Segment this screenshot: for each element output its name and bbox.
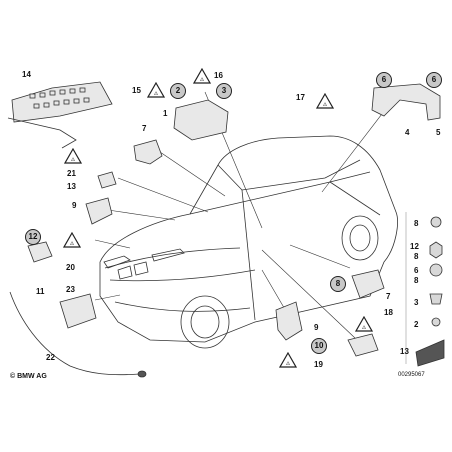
nut-icon [429, 241, 443, 259]
sensor-front [27, 241, 53, 263]
crash-sensor-right [351, 269, 385, 299]
callout-5: 5 [436, 128, 441, 137]
callout-circle-10: 10 [311, 338, 327, 354]
connector-block [59, 293, 97, 329]
warning-triangle-icon: ⚠ [193, 68, 211, 84]
legend-item-8: 8 [414, 219, 419, 228]
callout-9: 9 [72, 201, 77, 210]
seat-occupancy-mat [7, 81, 113, 149]
callout-7: 7 [142, 124, 147, 133]
svg-text:⚠: ⚠ [71, 157, 76, 163]
callout-20: 20 [66, 263, 75, 272]
svg-text:⚠: ⚠ [200, 77, 205, 83]
callout-21: 21 [67, 169, 76, 178]
callout-17: 17 [296, 93, 305, 102]
legend-item-3: 3 [414, 298, 419, 307]
wheel-rear [341, 215, 379, 261]
mounting-bracket [371, 83, 441, 121]
callout-13: 13 [67, 182, 76, 191]
callout-16: 16 [214, 71, 223, 80]
clip-nut-icon [429, 293, 443, 305]
leader-lines [94, 91, 386, 339]
sensor-rear [347, 333, 379, 357]
callout-circle-8: 8 [330, 276, 346, 292]
callout-9: 9 [314, 323, 319, 332]
warning-triangle-icon: ⚠ [316, 93, 334, 109]
svg-text:⚠: ⚠ [362, 325, 367, 331]
crash-sensor-upper [133, 139, 163, 165]
side-sensor [275, 301, 303, 341]
airbag-control-unit [173, 99, 229, 141]
callout-13: 13 [400, 347, 409, 356]
callout-15: 15 [132, 86, 141, 95]
wheel-front [180, 295, 230, 349]
legend-item-6: 6 [414, 266, 419, 275]
screw-icon [430, 216, 442, 228]
sensor-small-left [97, 171, 117, 189]
wire-end [137, 370, 147, 378]
callout-14: 14 [22, 70, 31, 79]
warning-triangle-icon: ⚠ [147, 82, 165, 98]
callout-circle-6: 6 [376, 72, 392, 88]
washer-screw-icon [429, 263, 443, 277]
callout-circle-12: 12 [25, 229, 41, 245]
svg-text:⚠: ⚠ [70, 241, 75, 247]
legend-item-12: 12 [410, 242, 419, 251]
callout-19: 19 [314, 360, 323, 369]
svg-text:⚠: ⚠ [286, 361, 291, 367]
svg-text:⚠: ⚠ [323, 102, 328, 108]
warning-triangle-icon: ⚠ [355, 316, 373, 332]
fastener-legend [405, 212, 445, 367]
warning-triangle-icon: ⚠ [279, 352, 297, 368]
bolt-icon [431, 317, 441, 327]
callout-circle-6: 6 [426, 72, 442, 88]
arrow-ref-icon [415, 339, 445, 367]
headlight [103, 248, 185, 269]
callout-circle-3: 3 [216, 83, 232, 99]
wiring-harness [9, 291, 141, 376]
callout-18: 18 [384, 308, 393, 317]
callout-4: 4 [405, 128, 410, 137]
callout-22: 22 [46, 353, 55, 362]
warning-triangle-icon: ⚠ [63, 232, 81, 248]
warning-triangle-icon: ⚠ [64, 148, 82, 164]
legend-item-8: 8 [414, 252, 419, 261]
callout-23: 23 [66, 285, 75, 294]
callout-circle-2: 2 [170, 83, 186, 99]
legend-item-8: 8 [414, 276, 419, 285]
callout-1: 1 [163, 109, 168, 118]
svg-text:⚠: ⚠ [154, 91, 159, 97]
reference-number: 00295067 [398, 372, 425, 378]
car-outline [99, 135, 398, 343]
sensor-left [85, 197, 113, 225]
callout-7: 7 [386, 292, 391, 301]
legend-item-2: 2 [414, 320, 419, 329]
front-grille [117, 261, 149, 280]
callout-11: 11 [36, 287, 45, 296]
copyright-label: © BMW AG [10, 373, 47, 380]
